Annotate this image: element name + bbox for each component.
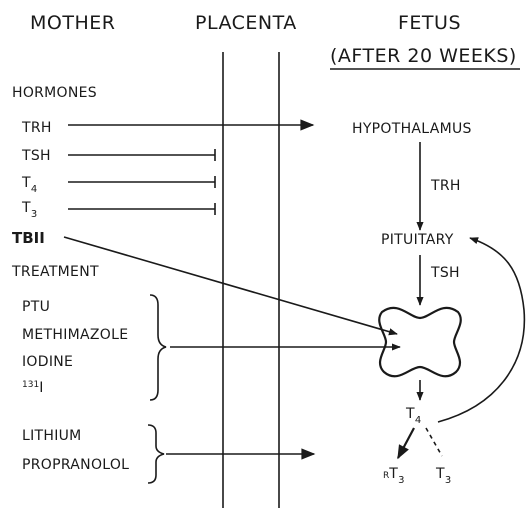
t4-to-t3-dashed-line	[426, 428, 442, 456]
drug-iodine: IODINE	[22, 354, 73, 370]
treatment-heading: TREATMENT	[11, 264, 99, 280]
header-fetus: FETUS	[398, 12, 461, 34]
header-mother: MOTHER	[30, 12, 115, 34]
fetal-t3-label: T3	[435, 466, 452, 486]
drug-methimazole: METHIMAZOLE	[22, 327, 128, 343]
t4-to-rt3-arrow	[398, 428, 414, 458]
drug-lithium: LITHIUM	[22, 428, 82, 444]
header-placenta: PLACENTA	[195, 12, 297, 34]
drug-propranolol: PROPRANOLOL	[22, 457, 129, 473]
fetal-t4-label: T4	[405, 406, 422, 426]
mother-trh-label: TRH	[21, 120, 52, 136]
fetal-pituitary: PITUITARY	[381, 232, 454, 248]
group1-brace	[150, 295, 166, 400]
drug-ptu: PTU	[22, 299, 50, 315]
fetal-trh-label: TRH	[430, 178, 461, 194]
fetal-rt3-label: RT3	[383, 466, 405, 486]
hormones-heading: HORMONES	[12, 85, 97, 101]
drug-iodine-131: 131I	[22, 380, 44, 396]
fetal-hypothalamus: HYPOTHALAMUS	[352, 121, 472, 137]
header-fetus-note: (AFTER 20 WEEKS)	[330, 45, 517, 67]
mother-tsh-label: TSH	[21, 148, 51, 164]
mother-tbii-label: TBII	[12, 229, 45, 247]
mother-t3-label: T3	[21, 200, 38, 220]
fetal-thyroid-gland	[379, 308, 461, 376]
fetal-tsh-label: TSH	[430, 265, 460, 281]
mother-t4-label: T4	[21, 175, 38, 195]
group2-brace	[148, 425, 164, 483]
tbii-to-thyroid-arrow	[64, 237, 397, 334]
